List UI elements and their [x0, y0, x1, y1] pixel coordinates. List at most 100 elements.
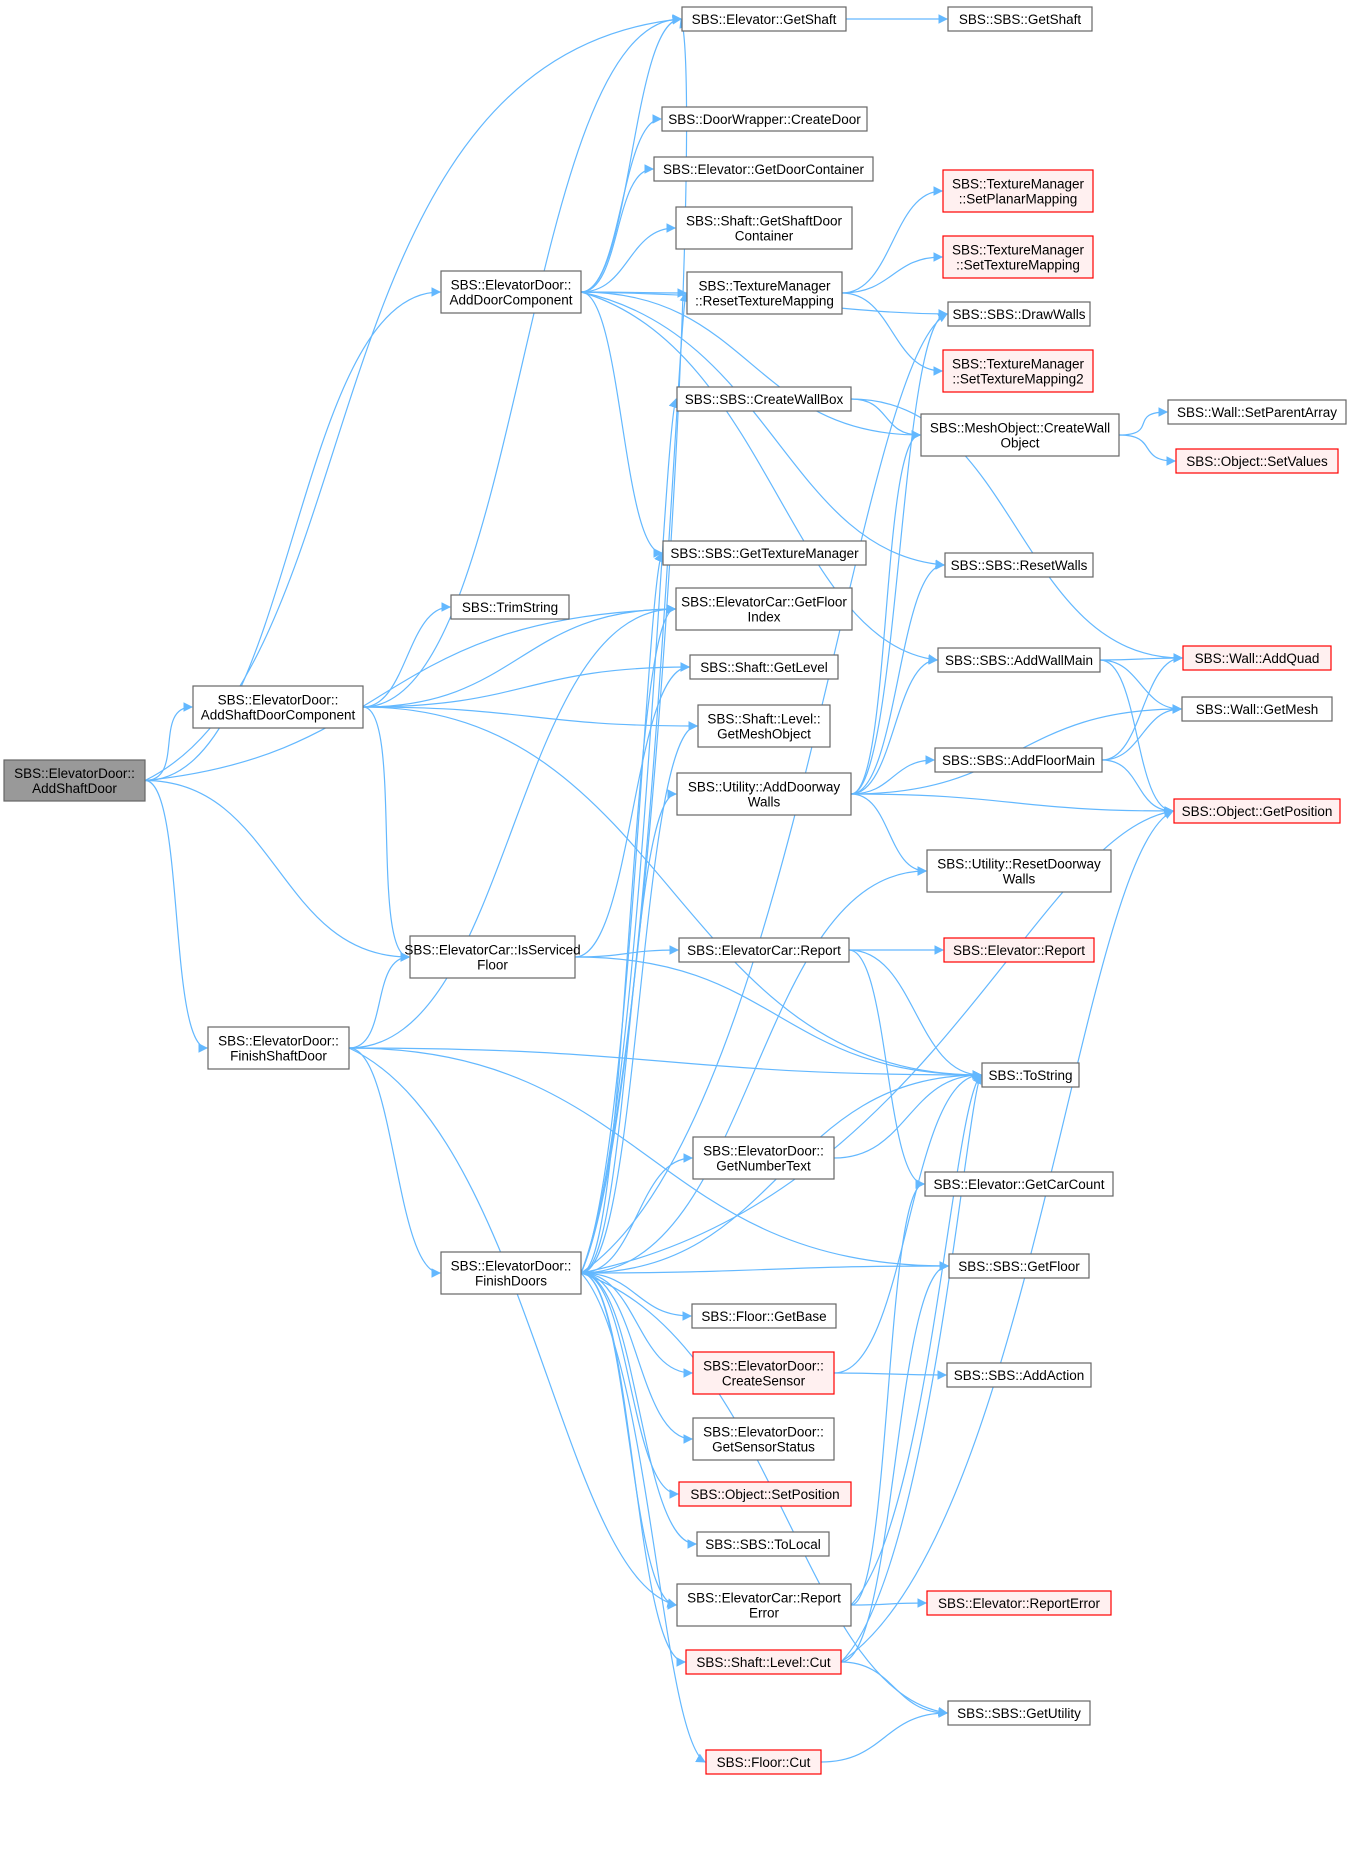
- node-box[interactable]: [926, 849, 1112, 893]
- node-box[interactable]: [942, 235, 1094, 279]
- node-box[interactable]: [653, 156, 874, 182]
- node-sdw[interactable]: SBS::SBS::DrawWalls: [947, 301, 1091, 327]
- node-adc[interactable]: SBS::ElevatorDoor::AddDoorComponent: [440, 270, 582, 314]
- node-box[interactable]: [937, 647, 1101, 673]
- node-box[interactable]: [662, 540, 867, 566]
- node-trim[interactable]: SBS::TrimString: [450, 594, 570, 620]
- node-box[interactable]: [692, 1136, 835, 1180]
- node-box[interactable]: [676, 386, 852, 412]
- node-sgu[interactable]: SBS::SBS::GetUtility: [947, 1700, 1091, 1726]
- node-box[interactable]: [692, 1417, 835, 1461]
- node-ere[interactable]: SBS::Elevator::ReportError: [926, 1590, 1112, 1616]
- node-egs[interactable]: SBS::Elevator::GetShaft: [681, 6, 847, 32]
- node-box[interactable]: [926, 1590, 1112, 1616]
- node-safm[interactable]: SBS::SBS::AddFloorMain: [934, 747, 1103, 773]
- node-fd[interactable]: SBS::ElevatorDoor::FinishDoors: [440, 1251, 582, 1295]
- node-box[interactable]: [1167, 399, 1347, 425]
- node-box[interactable]: [409, 935, 576, 979]
- node-sgshaft[interactable]: SBS::SBS::GetShaft: [947, 6, 1093, 32]
- node-ecre[interactable]: SBS::ElevatorCar::ReportError: [676, 1583, 852, 1627]
- node-box[interactable]: [981, 1062, 1080, 1088]
- node-box[interactable]: [207, 1026, 350, 1070]
- node-tmspm[interactable]: SBS::TextureManager::SetPlanarMapping: [942, 169, 1094, 213]
- node-box[interactable]: [1181, 696, 1333, 722]
- node-fc[interactable]: SBS::Floor::Cut: [705, 1749, 822, 1775]
- node-waq[interactable]: SBS::Wall::AddQuad: [1182, 645, 1332, 671]
- node-box[interactable]: [947, 301, 1091, 327]
- node-box[interactable]: [440, 1251, 582, 1295]
- node-saa[interactable]: SBS::SBS::AddAction: [946, 1362, 1092, 1388]
- node-srw[interactable]: SBS::SBS::ResetWalls: [944, 552, 1094, 578]
- node-box[interactable]: [1173, 798, 1341, 824]
- node-box[interactable]: [946, 1362, 1092, 1388]
- node-ogp[interactable]: SBS::Object::GetPosition: [1173, 798, 1341, 824]
- node-box[interactable]: [681, 6, 847, 32]
- node-cwb[interactable]: SBS::SBS::CreateWallBox: [676, 386, 852, 412]
- node-box[interactable]: [942, 169, 1094, 213]
- node-box[interactable]: [692, 1351, 835, 1395]
- node-asdc[interactable]: SBS::ElevatorDoor::AddShaftDoorComponent: [192, 685, 364, 729]
- node-osp[interactable]: SBS::Object::SetPosition: [678, 1481, 852, 1507]
- node-box[interactable]: [675, 206, 853, 250]
- node-ts[interactable]: SBS::ToString: [981, 1062, 1080, 1088]
- node-box[interactable]: [697, 704, 831, 748]
- node-box[interactable]: [705, 1749, 822, 1775]
- node-gtm[interactable]: SBS::SBS::GetTextureManager: [662, 540, 867, 566]
- node-gss[interactable]: SBS::ElevatorDoor::GetSensorStatus: [692, 1417, 835, 1461]
- node-wgm[interactable]: SBS::Wall::GetMesh: [1181, 696, 1333, 722]
- node-tmstm2[interactable]: SBS::TextureManager::SetTextureMapping2: [942, 349, 1094, 393]
- node-box[interactable]: [685, 1649, 842, 1675]
- node-box[interactable]: [1182, 645, 1332, 671]
- node-sgl[interactable]: SBS::Shaft::GetLevel: [689, 654, 839, 680]
- node-box[interactable]: [947, 1700, 1091, 1726]
- node-box[interactable]: [696, 1531, 830, 1557]
- node-box[interactable]: [947, 6, 1093, 32]
- node-box[interactable]: [450, 594, 570, 620]
- node-box[interactable]: [942, 349, 1094, 393]
- node-slgmo[interactable]: SBS::Shaft::Level::GetMeshObject: [697, 704, 831, 748]
- node-fgb[interactable]: SBS::Floor::GetBase: [691, 1303, 837, 1329]
- node-egdc[interactable]: SBS::Elevator::GetDoorContainer: [653, 156, 874, 182]
- node-box[interactable]: [686, 271, 843, 315]
- node-sawm[interactable]: SBS::SBS::AddWallMain: [937, 647, 1101, 673]
- node-root[interactable]: SBS::ElevatorDoor::AddShaftDoor: [3, 759, 146, 802]
- node-box[interactable]: [920, 413, 1120, 457]
- node-stl[interactable]: SBS::SBS::ToLocal: [696, 1531, 830, 1557]
- node-box[interactable]: [1175, 448, 1339, 474]
- node-er[interactable]: SBS::Elevator::Report: [943, 937, 1095, 963]
- node-box[interactable]: [661, 106, 868, 132]
- node-box[interactable]: [440, 270, 582, 314]
- node-fsd[interactable]: SBS::ElevatorDoor::FinishShaftDoor: [207, 1026, 350, 1070]
- node-tmrtm[interactable]: SBS::TextureManager::ResetTextureMapping: [686, 271, 843, 315]
- node-box[interactable]: [934, 747, 1103, 773]
- node-box[interactable]: [3, 759, 146, 802]
- node-sgf[interactable]: SBS::SBS::GetFloor: [948, 1253, 1090, 1279]
- node-osv[interactable]: SBS::Object::SetValues: [1175, 448, 1339, 474]
- node-ecr[interactable]: SBS::ElevatorCar::Report: [678, 937, 850, 963]
- node-egcc[interactable]: SBS::Elevator::GetCarCount: [924, 1171, 1114, 1197]
- node-box[interactable]: [678, 937, 850, 963]
- node-box[interactable]: [678, 1481, 852, 1507]
- node-cs[interactable]: SBS::ElevatorDoor::CreateSensor: [692, 1351, 835, 1395]
- node-box[interactable]: [944, 552, 1094, 578]
- node-slc[interactable]: SBS::Shaft::Level::Cut: [685, 1649, 842, 1675]
- node-box[interactable]: [689, 654, 839, 680]
- node-box[interactable]: [948, 1253, 1090, 1279]
- node-box[interactable]: [691, 1303, 837, 1329]
- node-wspa[interactable]: SBS::Wall::SetParentArray: [1167, 399, 1347, 425]
- node-box[interactable]: [675, 587, 853, 631]
- node-box[interactable]: [676, 772, 852, 816]
- node-box[interactable]: [943, 937, 1095, 963]
- node-gnt[interactable]: SBS::ElevatorDoor::GetNumberText: [692, 1136, 835, 1180]
- node-tmstm[interactable]: SBS::TextureManager::SetTextureMapping: [942, 235, 1094, 279]
- node-box[interactable]: [676, 1583, 852, 1627]
- node-box[interactable]: [924, 1171, 1114, 1197]
- node-box[interactable]: [192, 685, 364, 729]
- node-dwcd[interactable]: SBS::DoorWrapper::CreateDoor: [661, 106, 868, 132]
